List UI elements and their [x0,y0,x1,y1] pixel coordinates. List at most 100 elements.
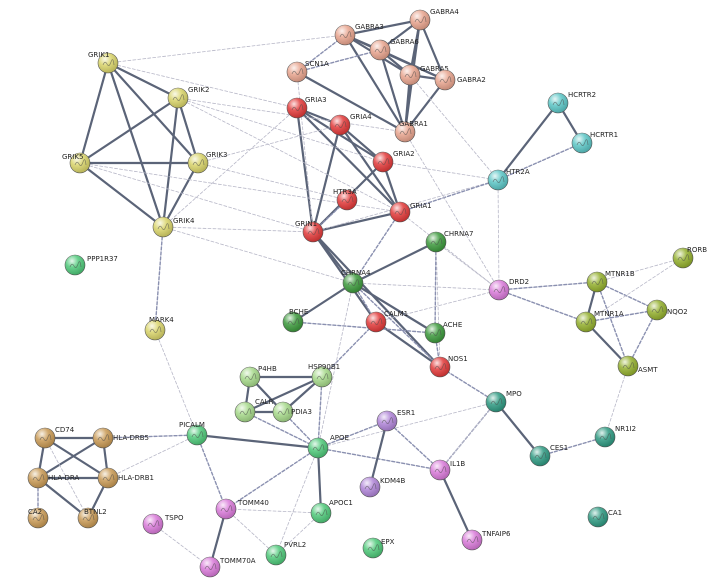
node-gabra4[interactable]: GABRA4 [409,8,459,31]
edge-apoe-tomm40 [225,447,319,510]
node-label: GRIA3 [305,96,327,104]
node-highlight [430,460,450,480]
node-grik2[interactable]: GRIK2 [167,86,209,109]
node-label: NQO2 [667,308,688,316]
node-chrna7[interactable]: CHRNA7 [425,230,474,253]
node-grik4[interactable]: GRIK4 [152,216,195,238]
node-kdm4b[interactable]: KDM4B [359,476,405,498]
node-label: GRIK1 [88,51,109,59]
node-bche[interactable]: BCHE [282,308,308,333]
node-ppp1r37[interactable]: PPP1R37 [64,254,118,276]
node-ca1[interactable]: CA1 [587,506,622,528]
node-structure-icon [592,513,605,520]
node-label: GRIA1 [410,202,432,210]
node-structure-icon [192,159,205,166]
node-hla-drb5[interactable]: HLA-DRB5 [92,427,149,449]
node-highlight [377,411,397,431]
node-nr1i2[interactable]: NR1I2 [594,425,636,448]
node-apoe[interactable]: APOE [307,434,349,459]
edge-drd2-mtnr1b [498,281,598,291]
node-label: MPO [506,390,522,398]
node-mtnr1a[interactable]: MTNR1A [575,310,624,333]
node-structure-icon [102,59,115,66]
node-picalm[interactable]: PICALM [179,421,208,446]
node-highlight [430,357,450,377]
node-mark4[interactable]: MARK4 [144,316,174,341]
edge-mtnr1a-nqo2 [585,309,658,323]
node-label: IL1B [450,460,465,468]
node-mpo[interactable]: MPO [485,390,522,413]
node-htr2a[interactable]: HTR2A [487,168,530,191]
node-hla-dra[interactable]: HLA-DRA [27,467,79,489]
node-scn1a[interactable]: SCN1A [286,60,329,83]
node-ca2[interactable]: CA2 [27,507,49,529]
node-structure-icon [430,238,443,245]
node-tnfaip6[interactable]: TNFAIP6 [461,529,511,551]
node-grik1[interactable]: GRIK1 [88,51,119,74]
node-grik3[interactable]: GRIK3 [187,151,227,174]
node-p4hb[interactable]: P4HB [239,365,277,388]
edge-calm1-nos1 [374,320,442,369]
node-label: PICALM [179,421,205,429]
edge-hcrtr1-htr2a [497,142,583,181]
node-highlight [400,65,420,85]
node-asmt[interactable]: ASMT [617,355,658,377]
node-pdia3[interactable]: PDIA3 [272,401,312,423]
node-drd2[interactable]: DRD2 [488,278,529,301]
node-structure-icon [622,362,635,369]
node-hcrtr2[interactable]: HCRTR2 [547,91,596,114]
node-grik5[interactable]: GRIK5 [62,152,91,174]
node-label: EPX [381,538,395,546]
node-tspo[interactable]: TSPO [142,513,184,535]
node-ache[interactable]: ACHE [424,321,462,344]
node-gria1[interactable]: GRIA1 [389,201,432,223]
node-label: TOMM40 [237,499,269,507]
node-highlight [303,222,323,242]
node-rorb[interactable]: RORB [672,246,707,269]
node-chrna4[interactable]: CHRNA4 [341,269,371,294]
node-ces1[interactable]: CES1 [529,444,568,467]
node-highlight [360,477,380,497]
node-tomm70a[interactable]: TOMM70A [199,556,256,578]
node-pvrl2[interactable]: PVRL2 [265,541,306,566]
node-nqo2[interactable]: NQO2 [646,299,688,321]
node-label: GABRA4 [430,8,459,16]
node-label: GABRA1 [399,120,428,128]
node-highlight [65,255,85,275]
node-calr[interactable]: CALR [234,398,274,423]
node-hcrtr1[interactable]: HCRTR1 [571,131,618,154]
node-highlight [98,468,118,488]
edge-nqo2-asmt [627,309,658,367]
node-highlight [98,53,118,73]
node-grin1[interactable]: GRIN1 [295,220,324,243]
node-htr3a[interactable]: HTR3A [333,188,358,211]
node-structure-icon [414,16,427,23]
node-hsp90b1[interactable]: HSP90B1 [308,363,340,388]
node-gria2[interactable]: GRIA2 [372,150,415,173]
node-nos1[interactable]: NOS1 [429,355,468,378]
node-gria4[interactable]: GRIA4 [329,113,372,136]
node-gabra3[interactable]: GABRA3 [334,23,384,46]
node-highlight [373,152,393,172]
node-gabra1[interactable]: GABRA1 [394,120,428,143]
node-gria3[interactable]: GRIA3 [286,96,327,119]
node-esr1[interactable]: ESR1 [376,409,415,432]
node-gabra6[interactable]: GABRA6 [369,38,419,61]
node-tomm40[interactable]: TOMM40 [215,498,269,520]
node-highlight [266,545,286,565]
node-il1b[interactable]: IL1B [429,459,465,481]
node-label: HTR3A [333,188,357,196]
node-structure-icon [307,228,320,235]
node-gabra2[interactable]: GABRA2 [434,69,486,91]
node-structure-icon [492,176,505,183]
node-btnl2[interactable]: BTNL2 [77,507,107,529]
node-epx[interactable]: EPX [362,537,395,559]
edge-mtnr1b-rorb [596,257,684,283]
node-gabra5[interactable]: GABRA5 [399,64,449,86]
node-calm1[interactable]: CALM1 [365,310,408,333]
node-cd74[interactable]: CD74 [34,426,75,449]
node-mtnr1b[interactable]: MTNR1B [586,270,635,293]
node-hla-drb1[interactable]: HLA-DRB1 [97,467,154,489]
node-apoc1[interactable]: APOC1 [310,499,353,524]
edge-gabra1-drd2 [404,131,500,291]
